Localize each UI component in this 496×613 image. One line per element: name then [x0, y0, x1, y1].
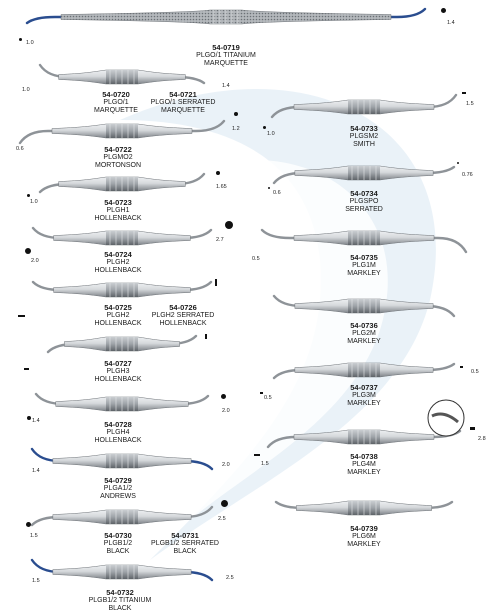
size-label: 1.5 — [466, 101, 474, 107]
product-label-54-0735: 54-0735 PLG1M MARKLEY — [347, 253, 381, 278]
instrument-54-0720 — [38, 63, 206, 85]
instrument-54-0738 — [266, 429, 462, 449]
instrument-54-0734 — [272, 165, 456, 185]
product-label-54-0729: 54-0729 PLGA1/2 ANDREWS — [100, 476, 136, 501]
instrument-54-0728 — [34, 392, 210, 412]
product-label-54-0739: 54-0739 PLG6M MARKLEY — [347, 524, 381, 549]
instrument-54-0727 — [46, 334, 198, 354]
instrument-54-0733 — [270, 93, 458, 119]
size-label: 1.2 — [232, 126, 240, 132]
size-label: 2.7 — [216, 237, 224, 243]
tip-size-dot — [268, 187, 270, 189]
tip-width-bar — [18, 315, 25, 317]
size-label: 1.5 — [30, 533, 38, 539]
instrument-54-0724 — [31, 226, 213, 246]
tip-size-dot — [221, 500, 228, 507]
product-label-54-0724: 54-0724 PLGH2 HOLLENBACK — [94, 250, 142, 275]
tip-width-bar — [460, 366, 463, 368]
product-label-54-0728: 54-0728 PLGH4 HOLLENBACK — [94, 420, 142, 445]
product-label-54-0723: 54-0723 PLGH1 HOLLENBACK — [94, 198, 142, 223]
tip-size-dot — [234, 112, 238, 116]
size-label: 2.0 — [222, 462, 230, 468]
tip-width-bar — [470, 427, 475, 430]
product-label-54-0722: 54-0722 PLGMO2 MORTONSON — [94, 145, 142, 170]
instrument-54-0722 — [18, 119, 226, 145]
tip-size-dot — [441, 8, 446, 13]
tip-size-dot — [26, 522, 31, 527]
tip-size-dot — [25, 248, 31, 254]
tip-size-dot — [225, 221, 233, 229]
tip-size-dot — [457, 162, 459, 164]
size-label: 1.4 — [447, 20, 455, 26]
size-label: 1.5 — [261, 461, 269, 467]
instrument-54-0739 — [274, 500, 454, 516]
tip-size-dot — [27, 416, 31, 420]
instrument-54-0730 — [30, 505, 214, 527]
size-label: 1.4 — [32, 418, 40, 424]
size-label: 1.4 — [32, 468, 40, 474]
instrument-54-0725 — [31, 280, 213, 298]
size-label: 1.0 — [22, 87, 30, 93]
tip-width-bar — [215, 279, 217, 286]
size-label: 0.76 — [462, 172, 473, 178]
instrument-54-0729 — [30, 447, 214, 471]
product-label-54-0737: 54-0737 PLG3M MARKLEY — [347, 383, 381, 408]
product-label-54-0719: 54-0719 PLGO/1 TITANIUM MARQUETTE — [196, 43, 256, 68]
size-label: 0.5 — [471, 369, 479, 375]
tip-size-dot — [221, 394, 226, 399]
product-label-54-0720: 54-0720 PLGO/1 MARQUETTE — [94, 90, 138, 115]
instrument-54-0723 — [38, 172, 206, 194]
product-label-54-0727: 54-0727 PLGH3 HOLLENBACK — [94, 359, 142, 384]
size-label: 2.5 — [218, 516, 226, 522]
instrument-54-0732 — [30, 558, 214, 582]
size-label: 1.5 — [32, 578, 40, 584]
tip-size-dot — [19, 38, 22, 41]
product-label-54-0721: 54-0721 PLGO/1 SERRATED MARQUETTE — [150, 90, 216, 115]
size-label: 0.5 — [264, 395, 272, 401]
product-label-54-0738: 54-0738 PLG4M MARKLEY — [347, 452, 381, 477]
instrument-54-0719 — [25, 7, 427, 25]
instrument-54-0736 — [272, 294, 456, 318]
tip-width-bar — [205, 334, 207, 339]
size-label: 1.0 — [267, 131, 275, 137]
size-label: 1.4 — [222, 83, 230, 89]
size-label: 1.65 — [216, 184, 227, 190]
size-label: 2.0 — [222, 408, 230, 414]
size-label: 0.6 — [273, 190, 281, 196]
instrument-54-0735 — [260, 228, 468, 254]
product-label-54-0730: 54-0730 PLGB1/2 BLACK — [103, 531, 133, 556]
tip-width-bar — [260, 392, 263, 394]
size-label: 2.5 — [226, 575, 234, 581]
product-label-54-0726: 54-0726 PLGH2 SERRATED HOLLENBACK — [151, 303, 215, 328]
size-label: 2.8 — [478, 436, 486, 442]
size-label: 2.0 — [31, 258, 39, 264]
product-label-54-0732: 54-0732 PLGB1/2 TITANIUM BLACK — [88, 588, 152, 613]
product-label-54-0733: 54-0733 PLGSM2 SMITH — [349, 124, 379, 149]
product-label-54-0725: 54-0725 PLGH2 HOLLENBACK — [94, 303, 142, 328]
tip-size-dot — [27, 194, 30, 197]
tip-width-bar — [254, 454, 260, 456]
magnified-tip — [431, 412, 459, 424]
tip-width-bar — [24, 368, 29, 370]
magnifier-inset — [427, 399, 465, 437]
size-label: 1.0 — [30, 199, 38, 205]
product-label-54-0731: 54-0731 PLGB1/2 SERRATED BLACK — [151, 531, 219, 556]
size-label: 1.0 — [26, 40, 34, 46]
instrument-54-0737 — [272, 362, 456, 380]
tip-size-dot — [216, 171, 220, 175]
product-label-54-0736: 54-0736 PLG2M MARKLEY — [347, 321, 381, 346]
size-label: 0.6 — [16, 146, 24, 152]
size-label: 0.5 — [252, 256, 260, 262]
tip-size-dot — [263, 126, 266, 129]
product-label-54-0734: 54-0734 PLGSPO SERRATED — [345, 189, 383, 214]
tip-width-bar — [462, 92, 466, 94]
